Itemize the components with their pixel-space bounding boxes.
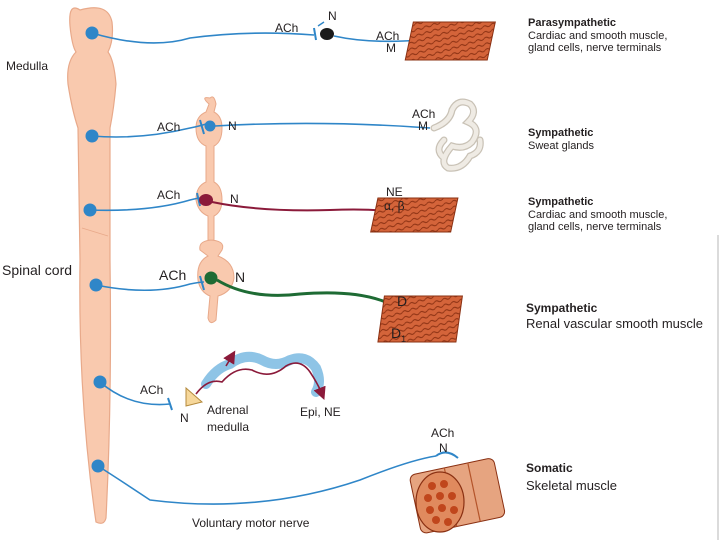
legend-1-target: Cardiac and smooth muscle,	[528, 30, 667, 42]
legend-sympathetic-renal: Sympathetic Renal vascular smooth muscle	[526, 301, 703, 331]
p2-post-nt: ACh	[412, 107, 435, 121]
p1-target-receptor: M	[386, 41, 396, 55]
legend-sympathetic-sweat: Sympathetic Sweat glands	[528, 127, 595, 152]
pathway-somatic	[97, 451, 506, 534]
p4-ganglion-receptor: N	[235, 269, 245, 285]
p5-ganglion-receptor: N	[180, 411, 189, 425]
epi-ne-label: Epi, NE	[300, 405, 341, 419]
pathway-adrenal-medulla	[99, 350, 326, 411]
adrenal-medulla-label-1: Adrenal	[207, 403, 248, 417]
legend-4-type: Sympathetic	[526, 301, 598, 315]
p5-pre-nt: ACh	[140, 383, 163, 397]
voluntary-motor-nerve-label: Voluntary motor nerve	[192, 516, 310, 530]
legend-3-target2: gland cells, nerve terminals	[528, 221, 662, 233]
p4-pre-nt: ACh	[159, 267, 186, 283]
pathway-sympathetic-ne	[89, 192, 459, 233]
medulla-label: Medulla	[6, 59, 48, 73]
legend-3-target: Cardiac and smooth muscle,	[528, 209, 667, 221]
legend-parasympathetic: Parasympathetic Cardiac and smooth muscl…	[528, 17, 667, 54]
p6-target-receptor: N	[439, 441, 448, 455]
legend-4-target: Renal vascular smooth muscle	[526, 316, 703, 331]
p1-post-nt: ACh	[376, 29, 399, 43]
legend-3-type: Sympathetic	[528, 196, 593, 208]
sympathetic-ganglion-chain	[195, 96, 235, 324]
p2-target-receptor: M	[418, 119, 428, 133]
legend-2-target: Sweat glands	[528, 140, 595, 152]
adrenal-medulla-label-2: medulla	[207, 420, 249, 434]
p1-ganglion-receptor: N	[328, 9, 337, 23]
p3-pre-nt: ACh	[157, 188, 180, 202]
spinal-cord	[67, 7, 117, 524]
legend-6-target: Skeletal muscle	[526, 478, 617, 493]
pathway-sympathetic-dopamine	[95, 271, 463, 343]
p3-target-receptor: α, β	[384, 199, 405, 213]
legend-somatic: Somatic Skeletal muscle	[526, 461, 617, 493]
spinal-cord-label: Spinal cord	[2, 262, 72, 278]
legend-2-type: Sympathetic	[528, 127, 593, 139]
pathway-parasympathetic	[91, 21, 496, 61]
legend-sympathetic-ne: Sympathetic Cardiac and smooth muscle, g…	[528, 196, 667, 233]
p2-pre-nt: ACh	[157, 120, 180, 134]
legend-6-type: Somatic	[526, 461, 573, 475]
p3-post-nt: NE	[386, 185, 403, 199]
p6-post-nt: ACh	[431, 426, 454, 440]
p4-target-receptor: D1	[391, 325, 406, 344]
legend-1-target2: gland cells, nerve terminals	[528, 42, 662, 54]
legend-1-type: Parasympathetic	[528, 17, 616, 29]
pathway-sweat-gland	[91, 98, 484, 172]
p4-post-nt: D	[397, 293, 407, 309]
p2-ganglion-receptor: N	[228, 119, 237, 133]
p3-ganglion-receptor: N	[230, 192, 239, 206]
p1-pre-nt: ACh	[275, 21, 298, 35]
